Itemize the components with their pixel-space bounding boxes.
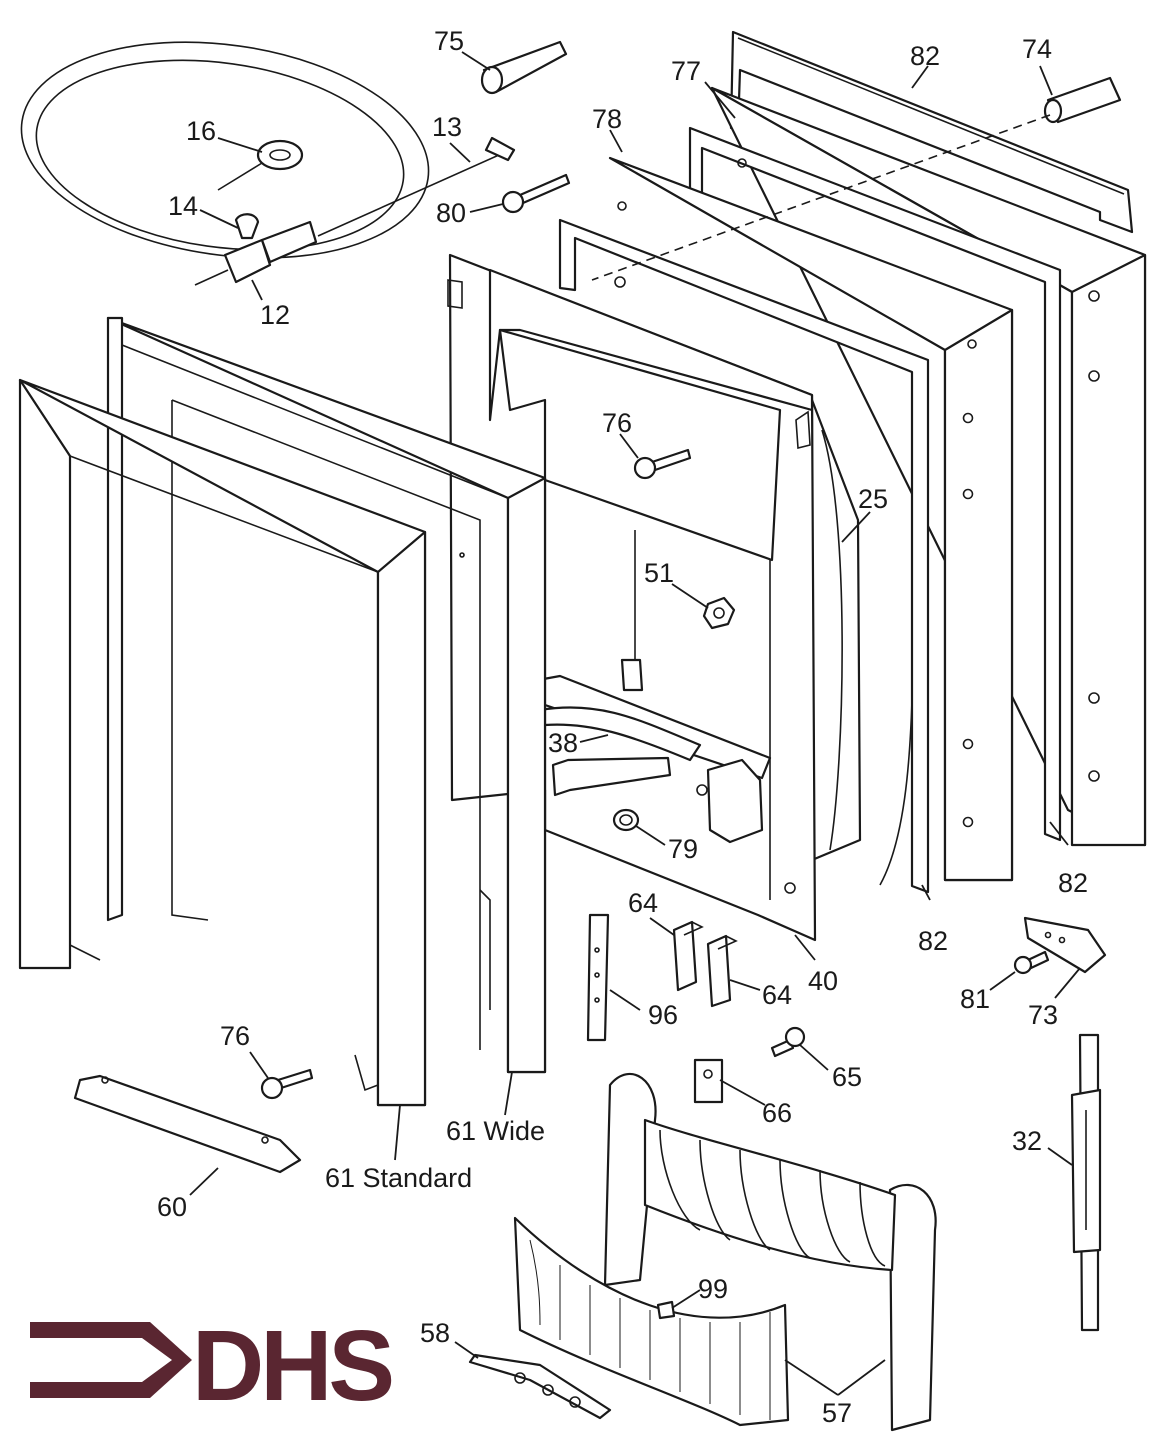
bracket-73 [1023,916,1107,974]
label-82-top: 82 [910,41,940,71]
label-51: 51 [644,558,674,588]
label-60: 60 [157,1192,187,1222]
block-64-a [672,920,704,992]
dhs-logo: DHS [30,1310,395,1422]
frame-61-wide [106,316,547,1074]
frame-61-standard [18,378,427,1107]
firebox-25 [810,398,862,862]
ornament-58 [468,1353,612,1420]
label-99: 99 [698,1274,728,1304]
label-82-mid: 82 [918,926,948,956]
grommet-79 [612,808,640,832]
label-76-bottom: 76 [220,1021,250,1051]
label-77: 77 [671,56,701,86]
screw-81 [1013,950,1050,975]
burner-38 [536,658,772,844]
leader-lines [189,51,1081,1396]
label-75: 75 [434,26,464,56]
label-79: 79 [668,834,698,864]
label-64-a: 64 [628,888,658,918]
part-labels: 75 82 74 77 16 13 78 14 80 12 76 25 51 3… [157,26,1088,1428]
cable-assembly-12 [20,41,516,286]
label-38: 38 [548,728,578,758]
label-74: 74 [1022,34,1052,64]
dhs-logo-text: DHS [192,1310,391,1422]
label-13: 13 [432,112,462,142]
eye-screw-16 [217,139,304,191]
label-82-right: 82 [1058,868,1088,898]
clip-99 [656,1300,676,1320]
label-78: 78 [592,104,622,134]
rail-60 [73,1074,302,1174]
nut-51 [702,596,736,630]
screw-80 [501,173,571,214]
plate-66 [693,1058,724,1104]
label-12: 12 [260,300,290,330]
label-80: 80 [436,198,466,228]
bracket-96 [586,913,610,1042]
fire-fret-57 [603,1072,937,1432]
cable-clip-75 [480,40,568,95]
screw-76-top [633,448,692,480]
label-25: 25 [858,484,888,514]
label-64-b: 64 [762,980,792,1010]
label-65: 65 [832,1062,862,1092]
label-57: 57 [822,1398,852,1428]
block-64-b [706,934,738,1008]
label-66: 66 [762,1098,792,1128]
back-panel-40 [447,253,817,942]
label-40: 40 [808,966,838,996]
spacer-74 [1043,76,1122,124]
screw-76-bottom [260,1068,314,1100]
frame-78 [608,156,1014,882]
control-rod-32 [1070,1033,1102,1332]
label-58: 58 [420,1318,450,1348]
label-61-standard: 61 Standard [325,1163,472,1193]
label-14: 14 [168,191,198,221]
label-81: 81 [960,984,990,1014]
dhs-logo-arrow-mark [30,1322,192,1398]
screw-65 [770,1026,806,1058]
ash-pan-grille [513,1216,790,1427]
label-61-wide: 61 Wide [446,1116,545,1146]
label-32: 32 [1012,1126,1042,1156]
label-76-top: 76 [602,408,632,438]
gasket-82-front [558,218,930,894]
label-73: 73 [1028,1000,1058,1030]
label-96: 96 [648,1000,678,1030]
alignment-line [591,114,1051,281]
label-16: 16 [186,116,216,146]
